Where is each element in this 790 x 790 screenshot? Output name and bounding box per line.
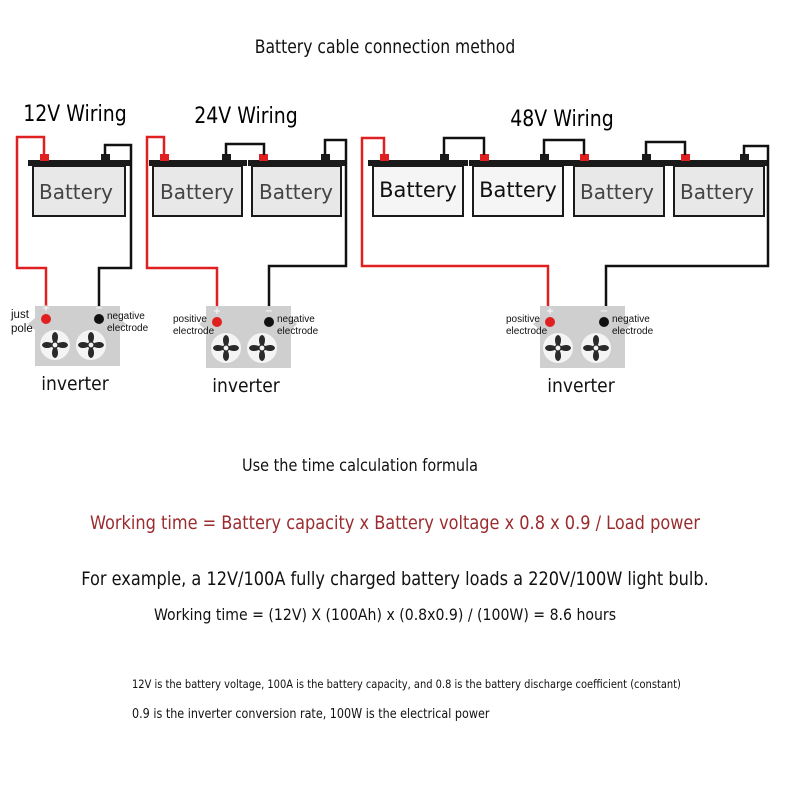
positive-terminal [480,154,489,161]
plus-symbol: + [213,306,221,317]
label-48v-wiring: 48V Wiring [510,106,614,132]
battery-24v-2: Battery [248,154,346,217]
negative-terminal [540,154,549,161]
negative-terminal [440,154,449,161]
battery-48v-1: Battery [368,154,468,217]
negative-terminal [264,317,274,327]
note-battery-voltage: 12V is the battery voltage, 100A is the … [132,677,681,691]
negative-terminal [94,314,104,324]
battery-label: Battery [580,180,654,204]
fan-icon [542,332,574,364]
inverter-label: inverter [41,373,109,395]
negative-wire-48v [604,144,770,312]
battery-24v-1: Battery [149,154,247,217]
minus-symbol: − [265,306,273,317]
positive-wire-12v [15,135,48,312]
positive-terminal [160,154,169,161]
series-link-48v-3 [644,140,687,155]
battery-label: Battery [379,178,457,202]
calculation-text: Working time = (12V) X (100Ah) x (0.8x0.… [153,605,617,624]
fan-icon [39,329,71,361]
positive-terminal [545,317,555,327]
series-link-48v-1 [442,136,486,155]
plus-symbol: + [546,306,554,317]
battery-48v-2: Battery [469,154,569,217]
fan-icon [210,332,242,364]
battery-label: Battery [259,180,333,204]
label-24v-wiring: 24V Wiring [194,103,298,129]
minus-symbol: − [600,306,608,317]
battery-12v-1: Battery [28,154,130,217]
label-12v-wiring: 12V Wiring [23,101,127,127]
minus-symbol: − [95,303,103,314]
battery-label: Battery [680,180,754,204]
positive-terminal [380,154,389,161]
positive-terminal [41,314,51,324]
formula-heading: Use the time calculation formula [242,456,478,476]
positive-wire-48v [360,136,550,312]
positive-terminal [212,317,222,327]
plus-symbol: + [42,303,50,314]
battery-48v-4: Battery [669,154,769,217]
negative-terminal [740,154,749,161]
negative-wire-12v [97,143,133,312]
battery-label: Battery [160,180,234,204]
positive-terminal [681,154,690,161]
fan-icon [246,332,278,364]
battery-48v-3: Battery [569,154,669,217]
negative-terminal [321,154,330,161]
negative-terminal [642,154,651,161]
positive-wire-24v [145,135,219,312]
series-link-48v-2 [542,138,586,155]
formula-text: Working time = Battery capacity x Batter… [90,512,700,534]
negative-terminal [222,154,231,161]
negative-terminal [599,317,609,327]
negative-terminal [101,154,110,161]
inverter-label: inverter [212,375,280,397]
fan-icon [580,332,612,364]
positive-terminal [259,154,268,161]
inverter-label: inverter [547,375,615,397]
note-inverter-rate: 0.9 is the inverter conversion rate, 100… [132,707,490,722]
battery-label: Battery [39,180,113,204]
example-text: For example, a 12V/100A fully charged ba… [81,568,709,590]
diagram-title: Battery cable connection method [254,36,516,58]
fan-icon [75,329,107,361]
negative-wire-24v [267,138,348,312]
battery-label: Battery [479,178,557,202]
positive-terminal [580,154,589,161]
positive-terminal [40,154,49,161]
wiring-diagram: 12V Wiring 24V Wiring 48V Wiring Battery… [10,101,770,397]
series-link-24v [224,142,266,155]
